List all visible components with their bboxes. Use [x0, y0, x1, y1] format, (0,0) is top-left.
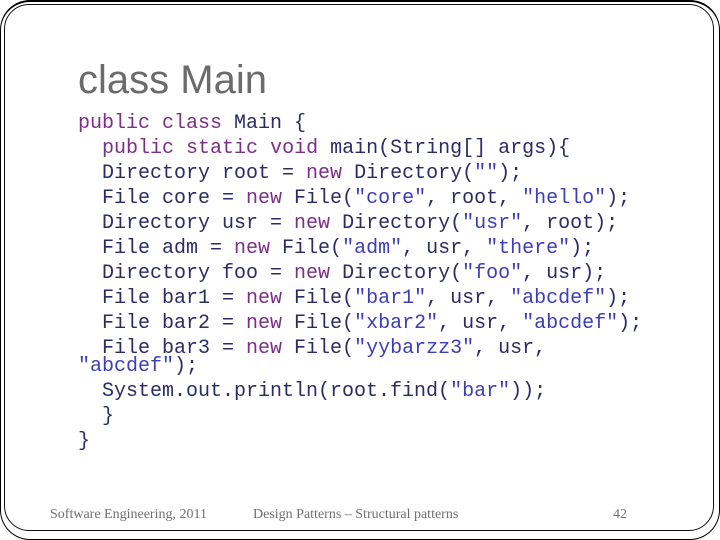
code-line: Directory foo = new Directory("foo", usr… [78, 262, 607, 285]
code-line: File bar1 = new File("bar1", usr, "abcde… [78, 287, 631, 310]
code-line: "abcdef"); [78, 355, 199, 378]
code-line: File bar3 = new File("yybarzz3", usr, [78, 337, 547, 360]
code-line: Directory root = new Directory(""); [78, 162, 523, 185]
code-line: File bar2 = new File("xbar2", usr, "abcd… [78, 312, 643, 335]
code-line: System.out.println(root.find("bar")); [78, 380, 547, 403]
code-line: Directory usr = new Directory("usr", roo… [78, 212, 619, 235]
footer-topic-label: Design Patterns – Structural patterns [253, 507, 459, 522]
code-line: public static void main(String[] args){ [102, 137, 571, 160]
footer-course-label: Software Engineering, 2011 [50, 507, 207, 522]
code-line: File adm = new File("adm", usr, "there")… [78, 237, 595, 260]
code-block: public class Main { public static void m… [78, 111, 642, 454]
code-line: File core = new File("core", root, "hell… [78, 187, 631, 210]
code-line: } [78, 405, 115, 428]
page-title: class Main [78, 58, 267, 102]
code-line: } [78, 430, 91, 453]
footer-page-number: 42 [613, 507, 627, 522]
code-line: public class Main { [78, 112, 307, 135]
